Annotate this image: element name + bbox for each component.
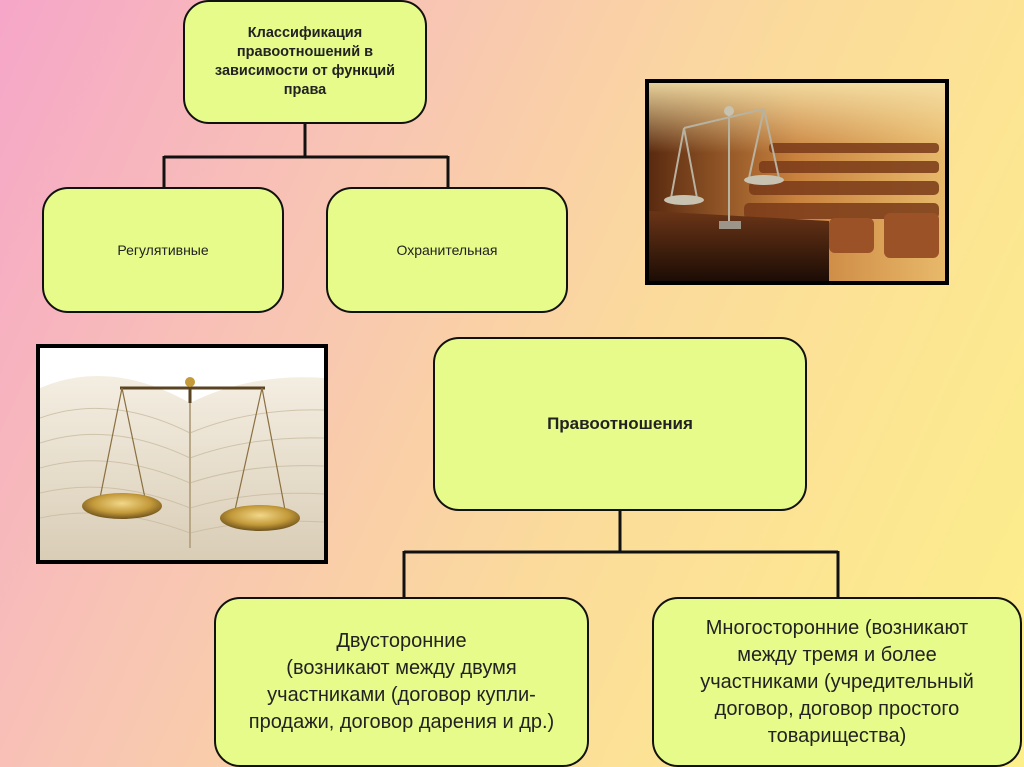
books-scales-photo <box>36 344 328 564</box>
courtroom-scales-image <box>649 83 945 281</box>
classification-title-text: Классификация правоотношений в зависимос… <box>199 24 411 100</box>
multilateral-line: участниками (учредительный <box>700 669 974 696</box>
bilateral-line: Двусторонние <box>249 628 554 655</box>
books-scales-image <box>40 348 324 560</box>
bilateral-line: участниками (договор купли- <box>249 682 554 709</box>
regulative-text: Регулятивные <box>117 242 208 258</box>
legal-relations-box: Правоотношения <box>433 337 807 511</box>
bilateral-box: Двусторонние (возникают между двумя учас… <box>214 597 589 767</box>
classification-title-box: Классификация правоотношений в зависимос… <box>183 0 427 124</box>
multilateral-line: Многосторонние (возникают <box>700 615 974 642</box>
multilateral-line: товарищества) <box>700 723 974 750</box>
courtroom-scales-photo <box>645 79 949 285</box>
bilateral-line: (возникают между двумя <box>249 655 554 682</box>
regulative-box: Регулятивные <box>42 187 284 313</box>
protective-box: Охранительная <box>326 187 568 313</box>
legal-relations-text: Правоотношения <box>547 414 693 434</box>
multilateral-line: между тремя и более <box>700 642 974 669</box>
multilateral-line: договор, договор простого <box>700 696 974 723</box>
multilateral-box: Многосторонние (возникают между тремя и … <box>652 597 1022 767</box>
bilateral-line: продажи, договор дарения и др.) <box>249 709 554 736</box>
protective-text: Охранительная <box>397 242 498 258</box>
